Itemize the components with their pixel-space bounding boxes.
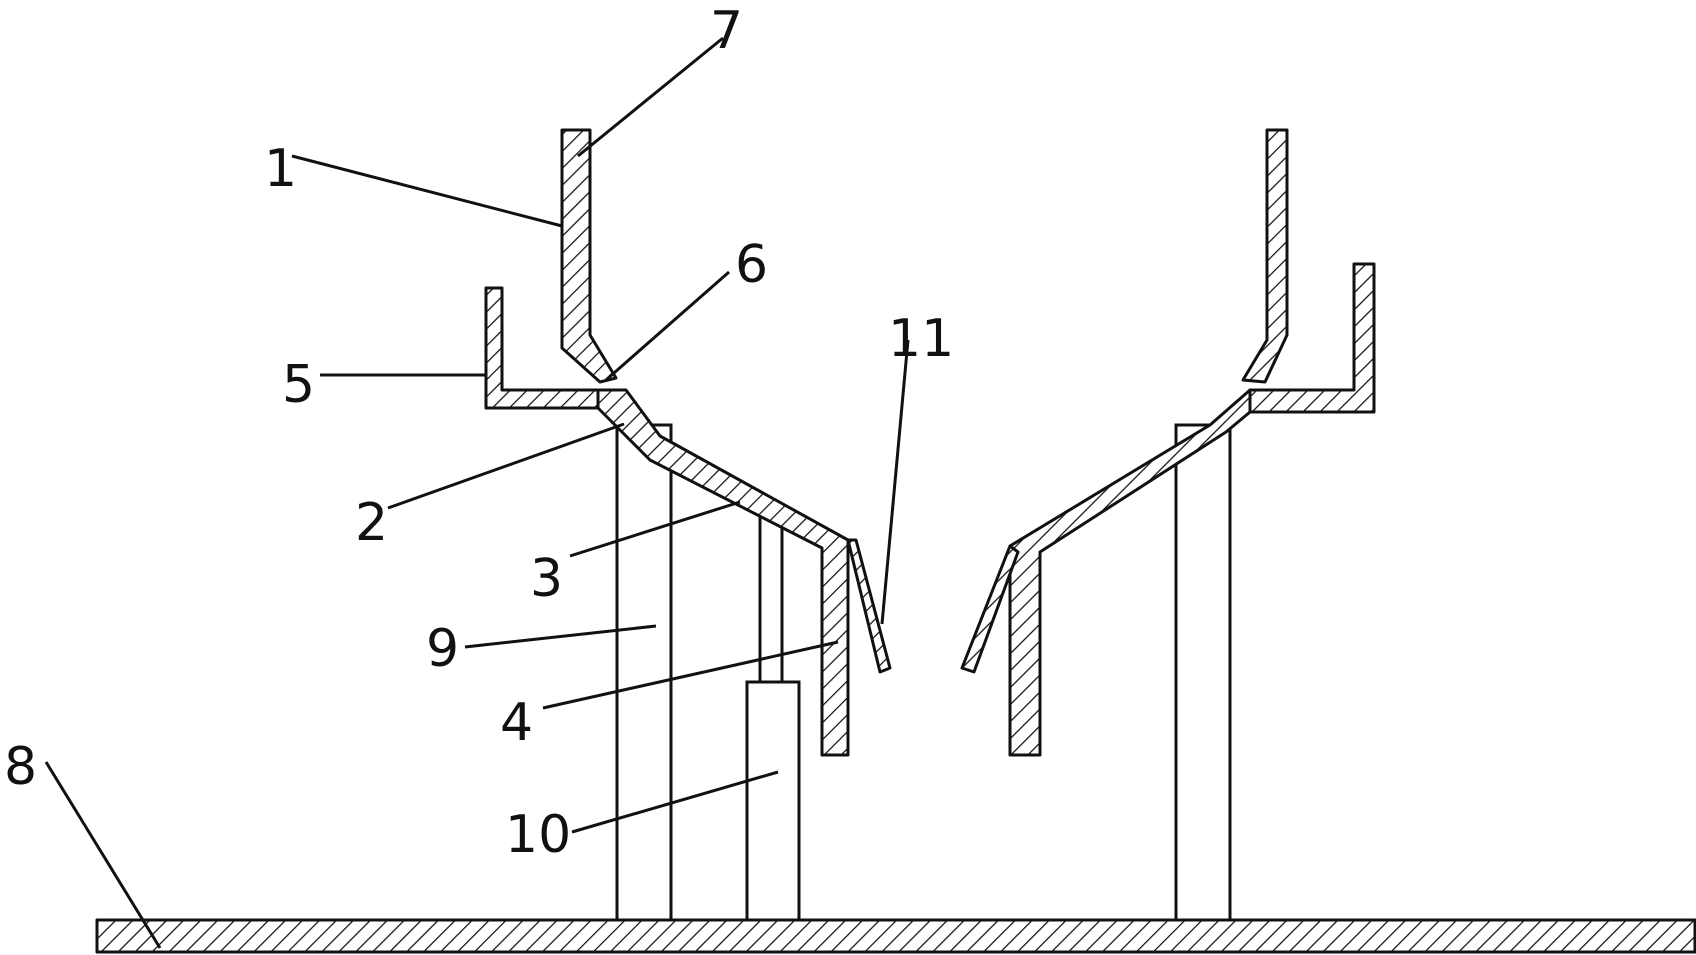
label-10: 10 [505, 805, 571, 865]
label-4: 4 [500, 693, 533, 753]
right-flap [960, 544, 1020, 674]
left-upper-plate [560, 128, 618, 384]
right-support-column [1174, 423, 1232, 922]
label-1: 1 [264, 139, 297, 199]
label-7: 7 [710, 1, 743, 61]
label-5: 5 [282, 355, 315, 415]
label-6: 6 [735, 235, 768, 295]
leader-2 [387, 422, 625, 510]
label-8: 8 [4, 737, 37, 797]
leader-9 [464, 624, 657, 649]
cylinder-body [745, 680, 801, 922]
left-flap [846, 538, 892, 674]
left-sloped-plate [596, 388, 850, 757]
leader-8 [44, 761, 162, 949]
left-support-column [615, 423, 673, 922]
leader-6 [605, 270, 730, 382]
base-plate [95, 918, 1696, 954]
leader-1 [291, 154, 563, 228]
right-sloped-plate [1008, 388, 1252, 757]
leader-10 [571, 770, 779, 834]
leader-7 [577, 36, 724, 158]
leader-4 [542, 640, 839, 710]
label-9: 9 [426, 619, 459, 679]
leader-3 [569, 500, 741, 558]
label-2: 2 [355, 493, 388, 553]
label-11: 11 [888, 309, 954, 369]
leader-11 [880, 339, 910, 625]
label-3: 3 [530, 549, 563, 609]
right-upper-plate [1241, 128, 1289, 384]
